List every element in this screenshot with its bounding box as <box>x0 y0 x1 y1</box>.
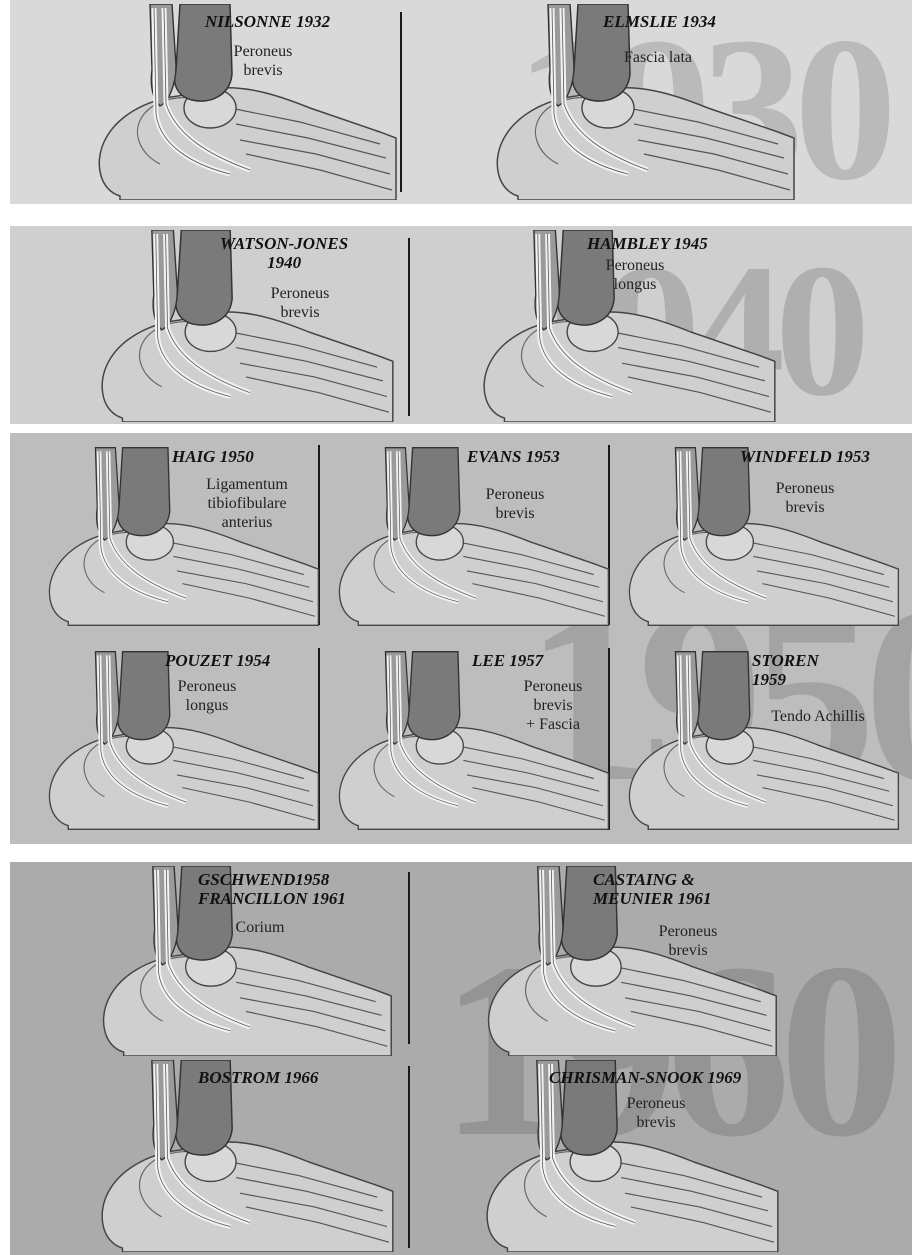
procedure-elmslie: ELMSLIE 1934 Fascia lata <box>478 4 798 200</box>
ankle-lateral-view-icon <box>32 439 322 634</box>
procedure-title: HAIG 1950 <box>172 447 254 466</box>
procedure-title: EVANS 1953 <box>467 447 560 466</box>
decade-1950-panel: 1950 HAIG 1950 Ligamentumtibiofibularean… <box>10 433 912 844</box>
procedure-title: ELMSLIE 1934 <box>603 12 716 31</box>
graft-label: Fascia lata <box>608 48 708 67</box>
ankle-lateral-view-icon <box>322 643 612 838</box>
divider <box>408 1066 410 1248</box>
ankle-lateral-view-icon <box>32 643 322 838</box>
procedure-title: LEE 1957 <box>472 651 543 670</box>
ankle-lateral-view-icon <box>478 4 798 200</box>
procedure-title: WINDFELD 1953 <box>740 447 870 466</box>
procedure-title: BOSTROM 1966 <box>198 1068 318 1087</box>
graft-label: Tendo Achillis <box>758 707 878 726</box>
ankle-lateral-view-icon <box>612 439 902 634</box>
procedure-bostrom: BOSTROM 1966 <box>80 1060 400 1252</box>
ankle-lateral-view-icon <box>80 1060 400 1252</box>
procedure-title: CHRISMAN-SNOOK 1969 <box>549 1068 741 1087</box>
ankle-lateral-view-icon <box>322 439 612 634</box>
graft-label: Corium <box>220 918 300 937</box>
divider <box>400 12 402 192</box>
procedure-title: HAMBLEY 1945 <box>587 234 708 253</box>
procedure-title: CASTAING &MEUNIER 1961 <box>593 870 712 908</box>
procedure-title: POUZET 1954 <box>165 651 270 670</box>
divider <box>408 872 410 1044</box>
divider <box>408 238 410 416</box>
procedure-title: NILSONNE 1932 <box>205 12 330 31</box>
ankle-lateral-view-icon <box>80 4 400 200</box>
ankle-lateral-view-icon <box>465 1060 785 1252</box>
